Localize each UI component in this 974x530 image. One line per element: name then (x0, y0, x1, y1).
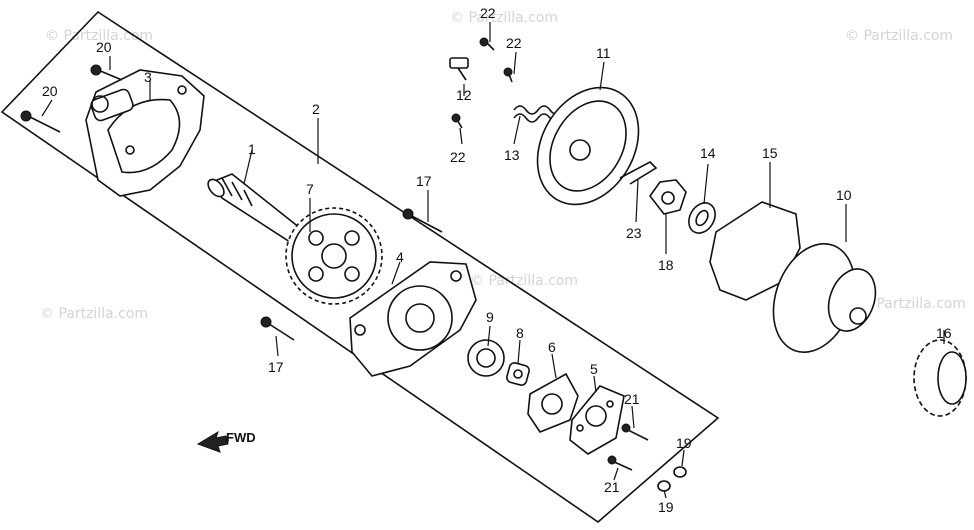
callout-20: 20 (42, 83, 58, 99)
watermark: © Partzilla.com (470, 273, 578, 289)
callout-7: 7 (306, 181, 314, 197)
callout-13: 13 (504, 147, 520, 163)
watermark: © Partzilla.com (845, 28, 953, 44)
callout-8: 8 (516, 325, 524, 341)
pump-body-part (349, 261, 477, 377)
pump-cover-part (85, 69, 205, 197)
callout-2: 2 (312, 101, 320, 117)
callout-19: 19 (676, 435, 692, 451)
callout-22: 22 (480, 5, 496, 21)
screw-part (503, 67, 513, 83)
callout-15: 15 (762, 145, 778, 161)
callout-4: 4 (396, 249, 404, 265)
callout-19: 19 (658, 499, 674, 515)
callout-5: 5 (590, 361, 598, 377)
callout-22: 22 (450, 149, 466, 165)
callout-17: 17 (416, 173, 432, 189)
callout-14: 14 (700, 145, 716, 161)
washer-part (688, 202, 716, 234)
callout-10: 10 (836, 187, 852, 203)
collar-part (649, 179, 687, 215)
drive-sprocket-part (285, 207, 383, 305)
bolt-part (402, 208, 443, 233)
callout-20: 20 (96, 39, 112, 55)
callout-21: 21 (624, 391, 640, 407)
callout-22: 22 (506, 35, 522, 51)
clip-part (619, 161, 658, 185)
bolt-part (20, 110, 61, 133)
forward-direction-indicator: FWD (196, 430, 256, 453)
callout-1: 1 (248, 141, 256, 157)
watermark: © Partzilla.com (858, 296, 966, 312)
bolt-part (90, 64, 123, 81)
callout-12: 12 (456, 87, 472, 103)
o-ring-part (673, 466, 687, 478)
callout-18: 18 (658, 257, 674, 273)
callout-16: 16 (936, 325, 952, 341)
bolt-part (260, 316, 295, 341)
callout-21: 21 (604, 479, 620, 495)
callout-23: 23 (626, 225, 642, 241)
o-ring-part (657, 480, 671, 492)
forward-label: FWD (226, 430, 256, 445)
leader-lines (41, 22, 945, 499)
oil-pump-housing-part (772, 242, 877, 354)
callout-17: 17 (268, 359, 284, 375)
screw-part (621, 423, 649, 441)
callout-3: 3 (144, 69, 152, 85)
callout-9: 9 (486, 309, 494, 325)
pump-gear-part (913, 339, 967, 417)
pump-gasket-part (527, 372, 579, 433)
pump-plate-part (569, 385, 625, 455)
pump-shaft-part (207, 173, 302, 244)
strainer-housing-part (536, 86, 640, 206)
outer-rotor-part (467, 339, 505, 377)
screw-part (479, 37, 495, 51)
watermark: © Partzilla.com (450, 10, 558, 26)
watermark: © Partzilla.com (40, 306, 148, 322)
assembly-frame (0, 10, 720, 524)
callout-11: 11 (596, 45, 611, 61)
callout-labels: 3 20 20 2 1 7 4 17 17 9 8 6 5 21 21 19 1… (42, 5, 952, 515)
callout-6: 6 (548, 339, 556, 355)
screw-part (607, 455, 633, 471)
bolt-part (449, 57, 469, 81)
washer-part (695, 209, 709, 227)
inner-rotor-part (506, 362, 530, 386)
screw-part (451, 113, 463, 129)
